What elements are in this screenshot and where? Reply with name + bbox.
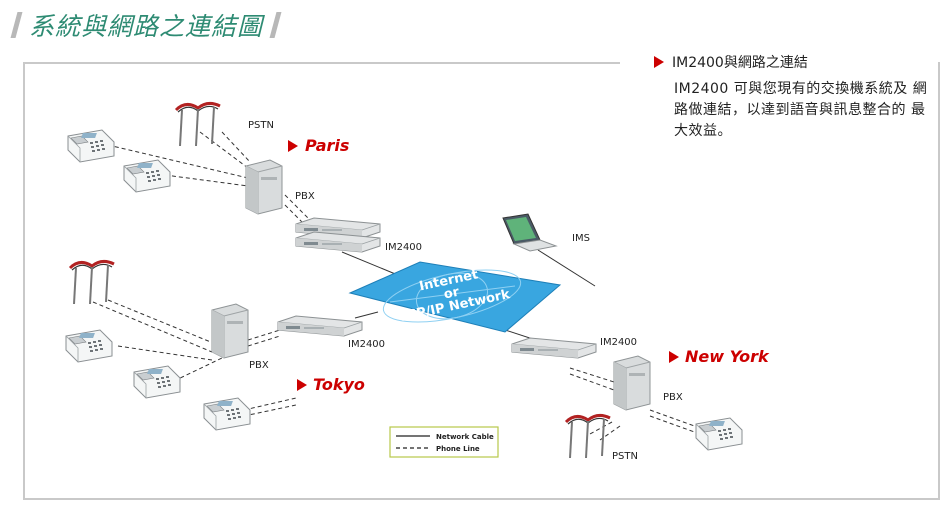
frame-top-line xyxy=(23,62,620,64)
telephone-icon xyxy=(133,365,181,399)
pbx-server-icon xyxy=(613,355,651,411)
diagram-frame xyxy=(23,62,940,500)
im2400-ny-label: IM2400 xyxy=(600,337,637,348)
pbx-tokyo-label: PBX xyxy=(249,360,269,371)
phone-lines xyxy=(92,131,701,441)
tokyo-label: Tokyo xyxy=(313,375,365,394)
laptop-icon xyxy=(502,213,558,252)
telephone-icon xyxy=(695,417,743,451)
legend-network-label: Network Cable xyxy=(436,433,494,441)
paris-label: Paris xyxy=(305,136,349,155)
pbx-ny-label: PBX xyxy=(663,392,683,403)
red-triangle-icon xyxy=(669,351,679,363)
side-body: IM2400 可與您現有的交換機系統及 網 路做連結，以達到語音與訊息整合的 最… xyxy=(674,79,946,142)
red-triangle-icon xyxy=(297,379,307,391)
im2400-tokyo-label: IM2400 xyxy=(348,339,385,350)
pbx-server-icon xyxy=(211,303,249,359)
page-title: 系統與網路之連結圖 xyxy=(29,12,264,41)
phone-pole-icon xyxy=(68,259,116,306)
im2400-paris-label: IM2400 xyxy=(385,242,422,253)
legend: Network Cable Phone Line xyxy=(389,426,499,458)
red-triangle-icon xyxy=(654,56,664,68)
network-label-2: or xyxy=(442,285,461,303)
side-line-2: 路做連結，以達到語音與訊息整合的 最 xyxy=(674,102,926,118)
im2400-device-icon xyxy=(277,315,363,337)
internet-network: Internet or TCP/IP Network xyxy=(348,261,562,333)
side-line-3: 大效益。 xyxy=(674,123,732,139)
phone-pole-icon xyxy=(564,413,612,460)
side-panel: IM2400與網路之連結 IM2400 可與您現有的交換機系統及 網 路做連結，… xyxy=(654,52,946,142)
im2400-device-icon xyxy=(511,337,597,359)
pbx-server-icon xyxy=(245,159,283,215)
telephone-icon xyxy=(65,329,113,363)
legend-phone-label: Phone Line xyxy=(436,445,480,453)
telephone-icon xyxy=(123,159,171,193)
telephone-icon xyxy=(67,129,115,163)
side-heading: IM2400與網路之連結 xyxy=(654,52,946,72)
pbx-paris-label: PBX xyxy=(295,191,315,202)
phone-pole-icon xyxy=(174,101,222,148)
red-triangle-icon xyxy=(288,140,298,152)
title-bar: 系統與網路之連結圖 xyxy=(10,8,282,42)
pstn-paris-label: PSTN xyxy=(248,120,274,131)
pstn-ny-label: PSTN xyxy=(612,451,638,462)
newyork-label: New York xyxy=(685,347,770,366)
side-line-1: IM2400 可與您現有的交換機系統及 網 xyxy=(674,81,928,97)
ims-label: IMS xyxy=(572,233,590,244)
side-heading-text: IM2400與網路之連結 xyxy=(672,55,808,71)
telephone-icon xyxy=(203,397,251,431)
